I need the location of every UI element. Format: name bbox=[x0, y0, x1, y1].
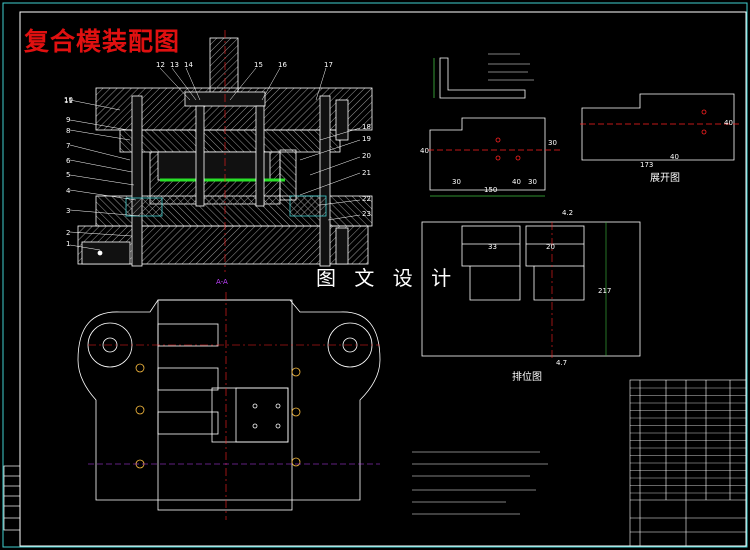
section-view bbox=[77, 37, 373, 267]
part-callout-9: 9 bbox=[66, 116, 71, 124]
part-callout-17: 17 bbox=[324, 61, 333, 69]
part-callout-14: 14 bbox=[184, 61, 193, 69]
part-callout-20: 20 bbox=[362, 152, 371, 160]
leader-lines bbox=[69, 67, 361, 251]
unfold-dim-173: 173 bbox=[640, 161, 654, 169]
part-callout-10: 10 bbox=[64, 96, 73, 104]
part-callout-12: 12 bbox=[156, 61, 165, 69]
part-callout-6: 6 bbox=[66, 157, 71, 165]
strip-dim-4-2: 4.2 bbox=[562, 209, 574, 217]
notes-top bbox=[488, 53, 534, 81]
unfold-view-label: 展开图 bbox=[650, 173, 680, 184]
frame-border bbox=[19, 11, 747, 547]
part-callout-5: 5 bbox=[66, 171, 71, 179]
blank-view bbox=[428, 117, 560, 197]
part-callout-11: 11 bbox=[64, 97, 73, 105]
strip-layout bbox=[421, 221, 641, 357]
part-callout-8: 8 bbox=[66, 127, 71, 135]
dim-30-side: 30 bbox=[548, 139, 557, 147]
dim-40: 40 bbox=[512, 178, 521, 186]
bracket-view bbox=[433, 57, 526, 99]
part-callout-21: 21 bbox=[362, 169, 371, 177]
plan-view bbox=[77, 299, 381, 511]
strip-dim-4-7: 4.7 bbox=[556, 359, 568, 367]
part-callout-13: 13 bbox=[170, 61, 179, 69]
part-callout-4: 4 bbox=[66, 187, 71, 195]
left-margin-table bbox=[3, 465, 21, 531]
drawing-title: 复合模装配图 bbox=[24, 27, 181, 56]
tech-notes bbox=[412, 451, 548, 515]
part-callout-18: 18 bbox=[362, 123, 371, 131]
unfold-dim-40: 40 bbox=[670, 153, 679, 161]
unfold-view bbox=[580, 93, 740, 161]
part-callout-16: 16 bbox=[278, 61, 287, 69]
part-callout-7: 7 bbox=[66, 142, 71, 150]
part-callout-3: 3 bbox=[66, 207, 71, 215]
part-callout-19: 19 bbox=[362, 135, 371, 143]
strip-dim-20: 20 bbox=[546, 243, 555, 251]
part-callout-2: 2 bbox=[66, 229, 71, 237]
dim-30-b: 30 bbox=[528, 178, 537, 186]
section-label: A-A bbox=[216, 278, 228, 286]
dim-150: 150 bbox=[484, 186, 498, 194]
strip-dim-33: 33 bbox=[488, 243, 497, 251]
dim-40-side: 40 bbox=[420, 147, 429, 155]
part-callout-1: 1 bbox=[66, 240, 71, 248]
strip-view-label: 排位图 bbox=[512, 372, 542, 383]
strip-dim-217: 217 bbox=[598, 287, 612, 295]
parts-list-rows bbox=[630, 387, 746, 494]
part-callout-15: 15 bbox=[254, 61, 263, 69]
part-callout-22: 22 bbox=[362, 195, 371, 203]
dim-30-a: 30 bbox=[452, 178, 461, 186]
watermark: 图 文 设 计 bbox=[316, 266, 458, 290]
part-callout-23: 23 bbox=[362, 210, 371, 218]
unfold-dim-40b: 40 bbox=[724, 119, 733, 127]
